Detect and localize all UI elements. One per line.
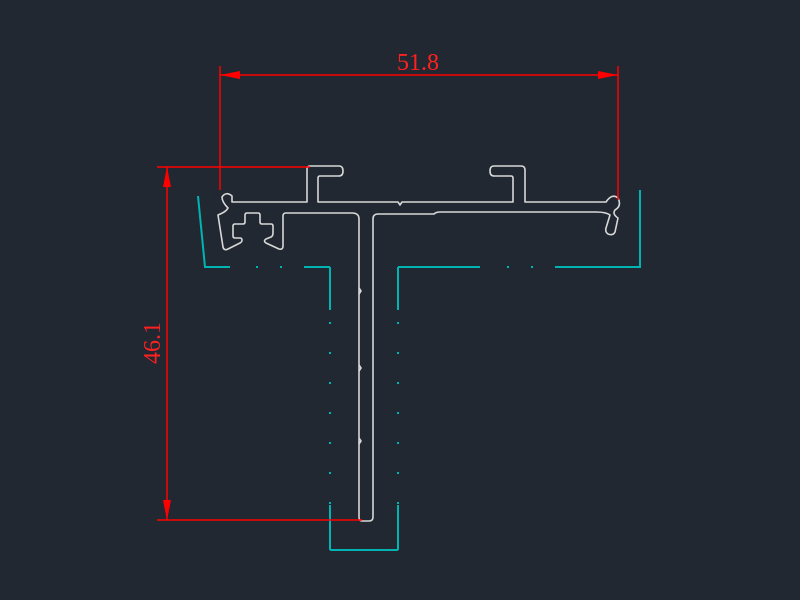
width-dimension-label: 51.8 — [397, 50, 439, 76]
height-dimension-label: 46.1 — [140, 322, 166, 364]
cover-left-wall — [197, 195, 230, 268]
arrow-right-icon — [598, 71, 618, 79]
arrow-up-icon — [163, 167, 171, 187]
profile-outline — [217, 165, 621, 522]
arrow-down-icon — [163, 500, 171, 520]
cover-right-wall — [555, 190, 641, 268]
stem-notches — [358, 287, 362, 445]
centerline-dashes — [329, 322, 399, 505]
t-profile — [217, 165, 621, 522]
dimensions — [157, 66, 619, 521]
cover-outline — [197, 190, 641, 551]
arrow-left-icon — [220, 71, 240, 79]
